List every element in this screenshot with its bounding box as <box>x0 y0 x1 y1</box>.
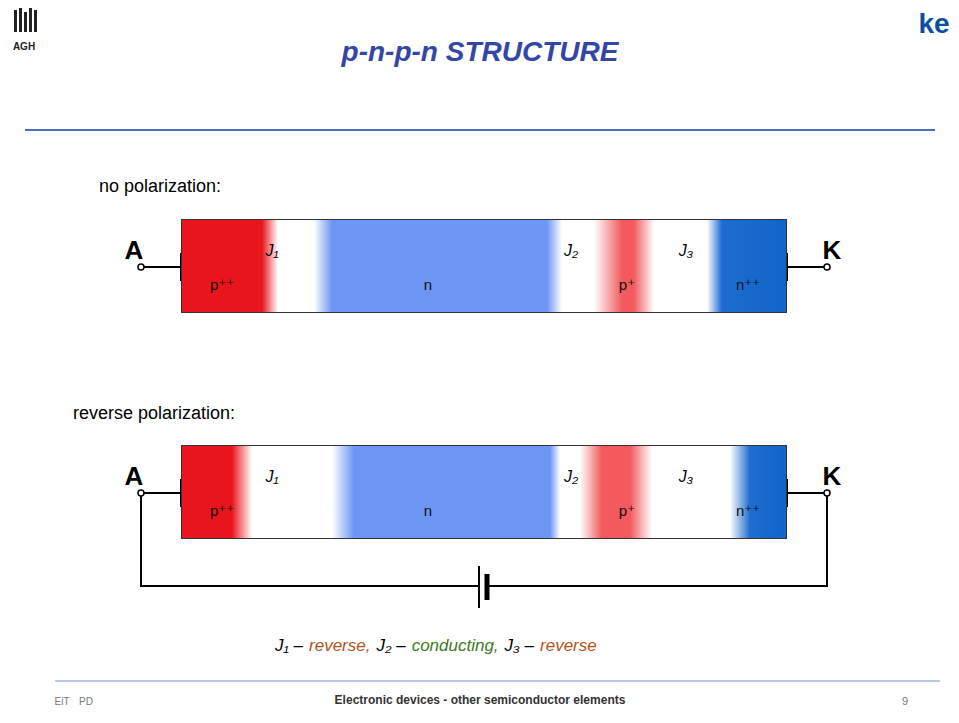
section-label: no polarization: <box>99 177 221 197</box>
junction-label: J₃ <box>679 242 693 260</box>
region-label: p⁺⁺ <box>210 277 234 294</box>
semiconductor-bar <box>181 219 787 313</box>
doped-region: n⁺⁺ <box>716 219 780 313</box>
doped-region: n <box>330 445 526 539</box>
doped-region: n⁺⁺ <box>716 445 780 539</box>
caption-part: J₁ – <box>275 636 303 656</box>
junction-label: J₂ <box>564 468 578 486</box>
title-rule <box>25 129 935 131</box>
junction-label: J₁ <box>265 468 278 486</box>
slide-title: p-n-p-n STRUCTURE <box>342 37 619 68</box>
terminal-name: K <box>823 236 842 265</box>
semiconductor-bar <box>181 445 787 539</box>
region-label: p⁺ <box>619 277 635 294</box>
caption-part: reverse, <box>309 636 370 656</box>
agh-logo <box>14 8 37 32</box>
caption-part: J₃ – <box>505 636 534 656</box>
footer-text: EiT <box>55 696 70 707</box>
junction-summary: J₁ – reverse, J₂ – conducting, J₃ – reverse <box>275 636 597 656</box>
logo-text: AGH <box>13 41 35 52</box>
region-label: p⁺ <box>619 503 635 520</box>
region-label: n⁺⁺ <box>736 503 760 520</box>
terminal-name: A <box>125 462 144 491</box>
caption-part: conducting, <box>412 636 499 656</box>
doped-region: p⁺ <box>603 219 651 313</box>
junction-label: J₃ <box>679 468 693 486</box>
logo-text: ke <box>918 9 949 40</box>
doped-region: p⁺⁺ <box>181 219 263 313</box>
region-label: n <box>424 503 432 520</box>
footer-rule <box>55 681 940 682</box>
page-number: 9 <box>902 695 908 707</box>
caption-part: reverse <box>540 636 597 656</box>
region-label: p⁺⁺ <box>210 503 234 520</box>
doped-region: p⁺⁺ <box>181 445 263 539</box>
footer-title: Electronic devices - other semiconductor… <box>335 694 626 707</box>
terminal-name: A <box>125 236 144 265</box>
terminal-name: K <box>823 462 842 491</box>
region-label: n⁺⁺ <box>736 277 760 294</box>
caption-part: J₂ – <box>376 636 405 656</box>
section-label: reverse polarization: <box>73 404 235 424</box>
region-label: n <box>424 277 432 294</box>
junction-label: J₂ <box>564 242 578 260</box>
footer-text: PD <box>79 696 93 707</box>
junction-label: J₁ <box>265 242 278 260</box>
doped-region: n <box>330 219 526 313</box>
doped-region: p⁺ <box>603 445 651 539</box>
